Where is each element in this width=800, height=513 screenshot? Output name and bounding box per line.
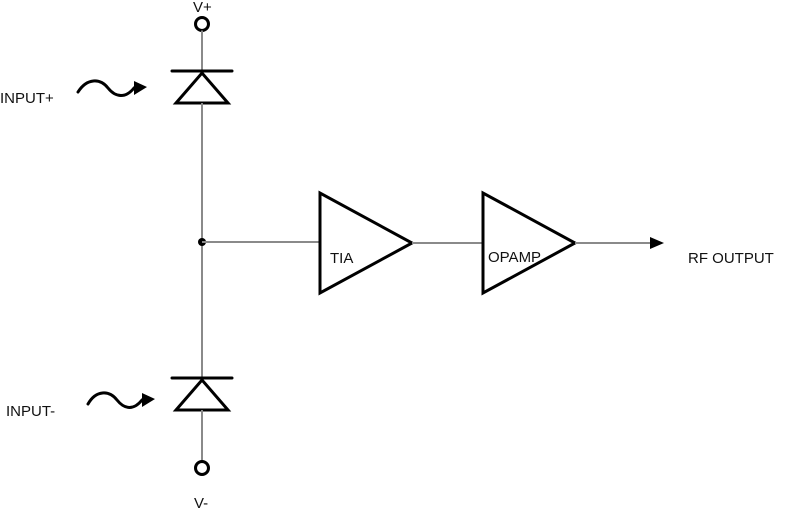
output-arrowhead: [650, 237, 664, 249]
v-minus-label: V-: [194, 495, 208, 512]
input-minus-label: INPUT-: [6, 403, 55, 420]
input-plus-label: INPUT+: [0, 90, 54, 107]
opamp-amplifier: [481, 190, 579, 296]
opamp-label: OPAMP: [488, 249, 541, 266]
v-minus-terminal: [194, 460, 210, 476]
input-minus-arrowhead: [142, 393, 155, 407]
lower-photodiode-triangle: [172, 377, 232, 412]
upper-photodiode-triangle: [172, 70, 232, 105]
input-plus-wave-arrow: [76, 79, 136, 97]
tia-label: TIA: [330, 250, 353, 267]
v-plus-terminal: [194, 16, 210, 32]
rf-output-label: RF OUTPUT: [688, 250, 774, 267]
tia-amplifier: [318, 190, 416, 296]
input-minus-wave-arrow: [86, 391, 144, 409]
v-plus-label: V+: [193, 0, 212, 16]
input-plus-arrowhead: [134, 81, 147, 95]
